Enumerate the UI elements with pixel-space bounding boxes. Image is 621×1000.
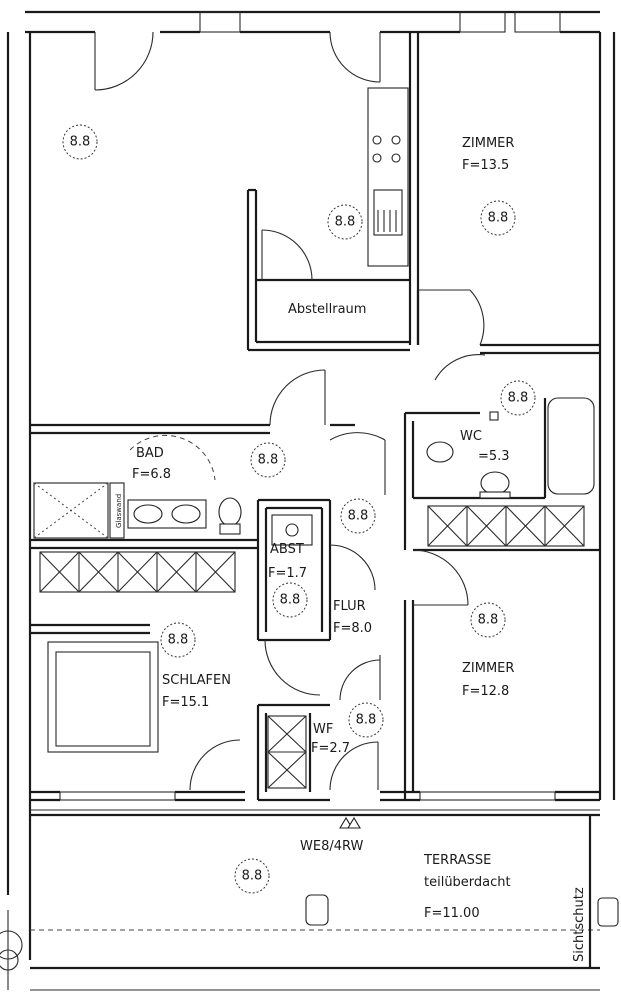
bad-name: BAD bbox=[136, 446, 164, 461]
stove-burner bbox=[372, 153, 382, 163]
height-marker: 8.8 bbox=[280, 593, 301, 608]
height-marker: 8.8 bbox=[478, 613, 499, 628]
abstellraum-label: Abstellraum bbox=[288, 302, 366, 317]
height-marker: 8.8 bbox=[168, 633, 189, 648]
height-marker: 8.8 bbox=[348, 509, 369, 524]
wc-toilet bbox=[480, 471, 510, 495]
wc-basin bbox=[426, 441, 454, 463]
sichtschutz-label: Sichtschutz bbox=[572, 887, 587, 962]
room-labels: ZIMMER F=13.5 Abstellraum BAD F=6.8 WC =… bbox=[115, 136, 587, 962]
glaswand-label: Glaswand bbox=[115, 494, 123, 528]
abst-area: F=1.7 bbox=[268, 566, 307, 581]
planter bbox=[305, 894, 329, 926]
terrasse-sub: teilüberdacht bbox=[424, 875, 511, 890]
schlafen-area: F=15.1 bbox=[162, 695, 209, 710]
height-marker: 8.8 bbox=[508, 391, 529, 406]
height-marker: 8.8 bbox=[488, 211, 509, 226]
height-marker: 8.8 bbox=[258, 453, 279, 468]
wf-area: F=2.7 bbox=[311, 741, 350, 756]
kitchen-counter bbox=[367, 87, 409, 267]
abst-name: ABST bbox=[270, 542, 304, 557]
zimmer1-name: ZIMMER bbox=[462, 136, 514, 151]
doors bbox=[94, 31, 486, 791]
stove-burner bbox=[391, 135, 401, 145]
flur-area: F=8.0 bbox=[333, 621, 372, 636]
flur-name: FLUR bbox=[333, 599, 366, 614]
zimmer2-area: F=12.8 bbox=[462, 684, 509, 699]
unit-label: WE8/4RW bbox=[300, 839, 363, 854]
fixtures bbox=[0, 87, 619, 971]
planter bbox=[597, 897, 619, 927]
schlafen-name: SCHLAFEN bbox=[162, 673, 231, 688]
height-marker: 8.8 bbox=[70, 135, 91, 150]
zimmer1-area: F=13.5 bbox=[462, 158, 509, 173]
bed bbox=[47, 641, 159, 753]
height-markers: 8.8 8.8 8.8 8.8 8.8 8.8 8.8 8.8 8.8 8.8 … bbox=[62, 124, 536, 894]
toilet bbox=[218, 497, 242, 527]
bathtub bbox=[547, 397, 595, 495]
height-marker: 8.8 bbox=[242, 869, 263, 884]
stove-burner bbox=[391, 153, 401, 163]
wf-name: WF bbox=[313, 722, 333, 737]
wc-area: =5.3 bbox=[478, 449, 510, 464]
wardrobe-schlafen bbox=[39, 551, 236, 593]
bad-area: F=6.8 bbox=[132, 467, 171, 482]
height-marker: 8.8 bbox=[356, 713, 377, 728]
walls bbox=[6, 10, 616, 991]
stove-burner bbox=[372, 135, 382, 145]
wf-closet bbox=[267, 715, 307, 789]
shrub bbox=[0, 930, 23, 960]
glass-wall bbox=[109, 482, 125, 539]
terrasse-name: TERRASSE bbox=[423, 853, 491, 868]
kitchen-sink bbox=[373, 189, 403, 236]
terrasse-area: F=11.00 bbox=[424, 906, 480, 921]
wardrobe-hall bbox=[427, 505, 585, 547]
height-marker: 8.8 bbox=[335, 215, 356, 230]
zimmer2-name: ZIMMER bbox=[462, 661, 514, 676]
wc-name: WC bbox=[460, 429, 482, 444]
